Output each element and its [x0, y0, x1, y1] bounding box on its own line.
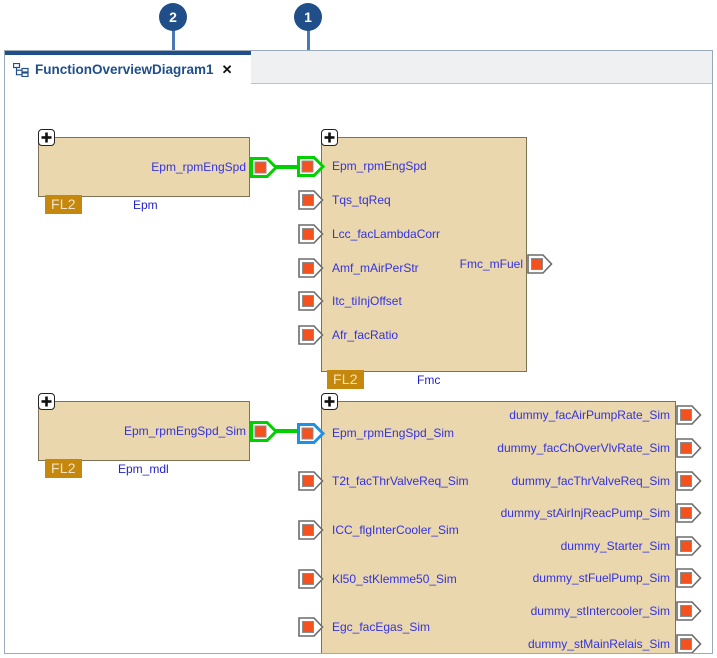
port-label-fmc-in-1: Tqs_tqReq	[332, 193, 391, 207]
port-label-epm-mdl-out-0: Epm_rpmEngSpd_Sim	[123, 424, 246, 438]
port-label-dummy-mdl-in-2: ICC_flgInterCooler_Sim	[332, 523, 459, 537]
port-dummy-mdl-out-6[interactable]	[676, 601, 702, 621]
fl2-badge-fmc: FL2	[327, 370, 364, 389]
fl2-badge-epm: FL2	[45, 195, 82, 214]
port-epm-out-0[interactable]	[250, 157, 278, 178]
port-label-fmc-out-0: Fmc_mFuel	[459, 257, 523, 271]
port-dummy-mdl-out-1[interactable]	[676, 438, 702, 458]
port-label-dummy-mdl-out-5: dummy_stFuelPump_Sim	[532, 571, 670, 585]
port-dummy-mdl-in-4[interactable]	[298, 617, 324, 637]
tab-label: FunctionOverviewDiagram1	[35, 62, 214, 77]
port-label-fmc-in-2: Lcc_facLambdaCorr	[332, 227, 441, 241]
block-dummy-mdl[interactable]	[321, 401, 676, 653]
port-dummy-mdl-out-0[interactable]	[676, 405, 702, 425]
port-dummy-mdl-out-4[interactable]	[676, 536, 702, 556]
tab-strip: FunctionOverviewDiagram1 ✕	[5, 51, 712, 84]
port-label-dummy-mdl-in-1: T2t_facThrValveReq_Sim	[332, 474, 469, 488]
port-fmc-out-0[interactable]	[527, 254, 553, 274]
port-label-dummy-mdl-out-0: dummy_facAirPumpRate_Sim	[509, 408, 670, 422]
block-fmc[interactable]	[321, 137, 527, 372]
port-dummy-mdl-in-1[interactable]	[298, 471, 324, 491]
port-label-dummy-mdl-out-7: dummy_stMainRelais_Sim	[527, 637, 670, 651]
callout-badge-2: 2	[159, 3, 187, 31]
fl2-badge-epm-mdl: FL2	[45, 459, 82, 478]
port-dummy-mdl-out-2[interactable]	[676, 471, 702, 491]
port-fmc-in-5[interactable]	[298, 325, 324, 345]
diagram-canvas[interactable]: FL2 Epm Epm_rpmEngSpd FL2 Fmc	[5, 84, 712, 653]
block-name-epm: Epm	[133, 198, 158, 212]
port-label-fmc-in-4: Itc_tiInjOffset	[332, 294, 402, 308]
port-epm-mdl-out-0[interactable]	[250, 421, 278, 442]
wire-epm-mdl-to-dummy-mdl	[275, 429, 297, 433]
diagram-editor-window: FunctionOverviewDiagram1 ✕ FL2 Epm Epm_r…	[4, 50, 713, 654]
block-epm[interactable]	[38, 137, 250, 197]
expander-icon-dummy-mdl[interactable]	[321, 393, 338, 410]
port-fmc-in-1[interactable]	[298, 190, 324, 210]
port-dummy-mdl-in-3[interactable]	[298, 569, 324, 589]
port-fmc-in-0[interactable]	[297, 156, 325, 177]
port-dummy-mdl-in-0[interactable]	[297, 423, 325, 444]
port-label-epm-out-0: Epm_rpmEngSpd	[151, 160, 246, 174]
port-dummy-mdl-out-3[interactable]	[676, 503, 702, 523]
port-label-dummy-mdl-out-3: dummy_stAirInjReacPump_Sim	[500, 506, 670, 520]
port-label-fmc-in-0: Epm_rpmEngSpd	[332, 159, 427, 173]
expander-icon-epm-mdl[interactable]	[38, 393, 55, 410]
wire-epm-to-fmc	[275, 165, 297, 169]
port-fmc-in-3[interactable]	[298, 258, 324, 278]
close-icon[interactable]: ✕	[221, 61, 233, 77]
port-label-dummy-mdl-out-6: dummy_stIntercooler_Sim	[530, 604, 670, 618]
port-dummy-mdl-in-2[interactable]	[298, 520, 324, 540]
port-fmc-in-2[interactable]	[298, 224, 324, 244]
block-name-epm-mdl: Epm_mdl	[118, 462, 169, 476]
block-name-fmc: Fmc	[417, 373, 441, 387]
port-label-dummy-mdl-out-1: dummy_facChOverVlvRate_Sim	[497, 441, 670, 455]
port-label-fmc-in-3: Amf_mAirPerStr	[332, 261, 419, 275]
port-label-dummy-mdl-in-3: Kl50_stKlemme50_Sim	[332, 572, 457, 586]
tab-function-overview-diagram1[interactable]: FunctionOverviewDiagram1 ✕	[5, 51, 251, 84]
block-epm-mdl[interactable]	[38, 401, 250, 461]
port-fmc-in-4[interactable]	[298, 291, 324, 311]
port-label-dummy-mdl-in-0: Epm_rpmEngSpd_Sim	[332, 426, 455, 440]
diagram-icon	[12, 62, 29, 77]
expander-icon-epm[interactable]	[38, 129, 55, 146]
port-label-dummy-mdl-out-2: dummy_facThrValveReq_Sim	[511, 474, 670, 488]
expander-icon-fmc[interactable]	[321, 129, 338, 146]
port-label-dummy-mdl-out-4: dummy_Starter_Sim	[560, 539, 670, 553]
port-label-fmc-in-5: Afr_facRatio	[332, 328, 399, 342]
callout-badge-1: 1	[294, 3, 322, 31]
port-dummy-mdl-out-5[interactable]	[676, 568, 702, 588]
port-dummy-mdl-out-7[interactable]	[676, 634, 702, 653]
port-label-dummy-mdl-in-4: Egc_facEgas_Sim	[332, 620, 431, 634]
